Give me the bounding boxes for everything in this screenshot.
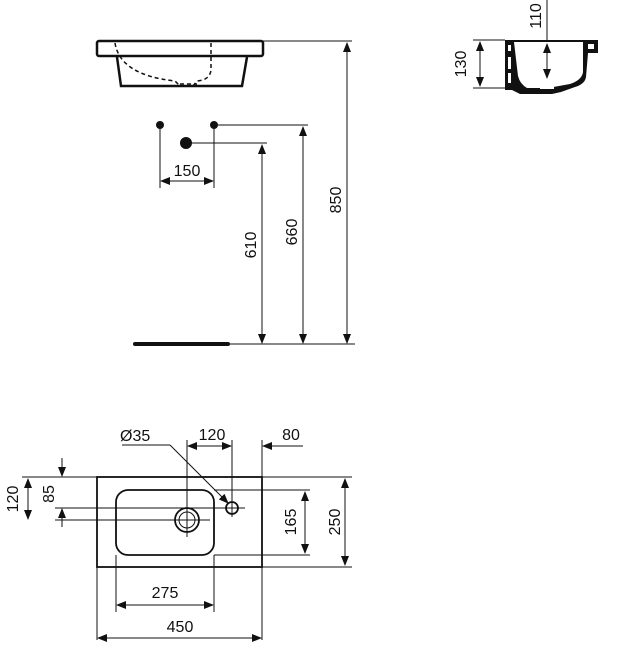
dim-waste-to-taphole: 120 <box>199 427 226 444</box>
dim-bowl-width: 165 <box>283 509 300 536</box>
dim-front-to-waste: 120 <box>5 486 22 513</box>
basin-side-elevation <box>95 39 265 88</box>
dim-overall-width: 450 <box>167 619 194 636</box>
dim-supply-spacing: 150 <box>174 163 201 180</box>
dim-supply-height: 660 <box>284 219 301 246</box>
supply-points: 150 <box>156 121 308 188</box>
basin-section-view <box>505 40 598 94</box>
dim-waste-height: 610 <box>243 232 260 259</box>
dim-bowl-depth: 110 <box>528 3 545 29</box>
dim-bowl-length: 275 <box>152 585 179 602</box>
dim-basin-depth: 130 <box>453 51 470 78</box>
dim-taphole-diameter: Ø35 <box>120 428 150 445</box>
dim-taphole-to-edge: 80 <box>282 427 300 444</box>
dim-front-to-taphole: 85 <box>41 485 58 503</box>
dim-rim-height: 850 <box>328 187 345 214</box>
dim-overall-depth: 250 <box>327 509 344 536</box>
